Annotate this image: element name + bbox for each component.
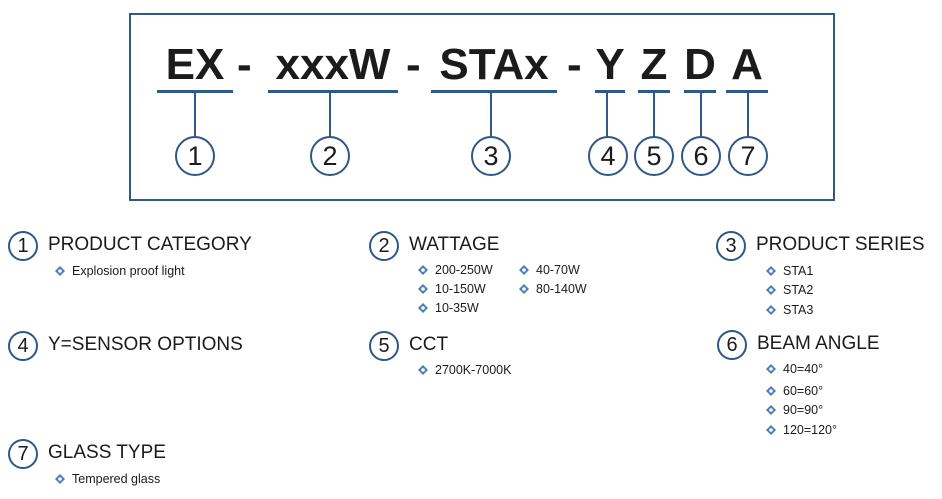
section-title: PRODUCT CATEGORY [48, 234, 252, 255]
underline [684, 90, 716, 93]
diamond-bullet-icon [519, 284, 529, 294]
diamond-bullet-icon [418, 303, 428, 313]
code-segment-4: Y [595, 40, 625, 100]
list-item: 80-140W [519, 281, 587, 297]
section-number: 1 [8, 231, 38, 261]
list-item: STA3 [766, 302, 813, 318]
diamond-bullet-icon [519, 265, 529, 275]
underline [157, 90, 233, 93]
section-title: PRODUCT SERIES [756, 234, 925, 255]
code-number-4: 4 [588, 136, 628, 176]
code-segment-3: STAx [431, 40, 557, 100]
code-segment-text: STAx [439, 40, 549, 89]
model-code-diagram [129, 13, 835, 201]
connector-line [194, 93, 196, 138]
section-number: 2 [369, 231, 399, 261]
underline [595, 90, 625, 93]
diamond-bullet-icon [766, 285, 776, 295]
code-separator: - [406, 40, 421, 89]
list-item: 90=90° [766, 402, 823, 418]
list-item: STA2 [766, 282, 813, 298]
code-segment-text: Y [595, 40, 625, 89]
code-segment-text: D [684, 40, 716, 89]
section-number: 3 [716, 231, 746, 261]
diamond-bullet-icon [766, 405, 776, 415]
underline [431, 90, 557, 93]
code-segment-2: xxxW [268, 40, 398, 100]
connector-line [653, 93, 655, 138]
connector-line [329, 93, 331, 138]
diamond-bullet-icon [418, 365, 428, 375]
list-item: Explosion proof light [55, 263, 185, 279]
list-item: 200-250W [418, 262, 493, 278]
code-number-7: 7 [728, 136, 768, 176]
code-number-6: 6 [681, 136, 721, 176]
code-separator: - [567, 40, 582, 89]
underline [726, 90, 768, 93]
code-segment-text: EX [165, 40, 225, 89]
code-segment-6: D [684, 40, 716, 100]
section-number: 5 [369, 331, 399, 361]
section-title: WATTAGE [409, 234, 500, 255]
connector-line [747, 93, 749, 138]
list-item: 10-150W [418, 281, 486, 297]
list-item: Tempered glass [55, 471, 160, 487]
code-segment-7: A [726, 40, 768, 100]
connector-line [606, 93, 608, 138]
list-item: 2700K-7000K [418, 362, 511, 378]
section-number: 4 [8, 331, 38, 361]
underline [638, 90, 670, 93]
diamond-bullet-icon [55, 266, 65, 276]
section-number: 7 [8, 439, 38, 469]
diamond-bullet-icon [418, 284, 428, 294]
diamond-bullet-icon [766, 386, 776, 396]
section-title: BEAM ANGLE [757, 333, 880, 354]
connector-line [490, 93, 492, 138]
code-number-3: 3 [471, 136, 511, 176]
diamond-bullet-icon [766, 305, 776, 315]
list-item: 10-35W [418, 300, 479, 316]
diamond-bullet-icon [766, 364, 776, 374]
underline [268, 90, 398, 93]
code-segment-text: xxxW [275, 40, 391, 89]
code-segment-text: A [731, 40, 763, 89]
list-item: STA1 [766, 263, 813, 279]
section-title: CCT [409, 334, 449, 355]
diamond-bullet-icon [766, 425, 776, 435]
code-segment-5: Z [638, 40, 670, 100]
code-segment-text: Z [640, 40, 668, 89]
list-item: 60=60° [766, 383, 823, 399]
code-number-1: 1 [175, 136, 215, 176]
section-title: GLASS TYPE [48, 442, 166, 463]
section-number: 6 [717, 330, 747, 360]
code-number-2: 2 [310, 136, 350, 176]
diamond-bullet-icon [55, 474, 65, 484]
diamond-bullet-icon [766, 266, 776, 276]
code-segment-1: EX [157, 40, 233, 100]
section-title: Y=SENSOR OPTIONS [48, 334, 243, 355]
diamond-bullet-icon [418, 265, 428, 275]
list-item: 120=120° [766, 422, 837, 438]
code-separator: - [237, 40, 252, 89]
code-number-5: 5 [634, 136, 674, 176]
connector-line [700, 93, 702, 138]
list-item: 40-70W [519, 262, 580, 278]
list-item: 40=40° [766, 361, 823, 377]
